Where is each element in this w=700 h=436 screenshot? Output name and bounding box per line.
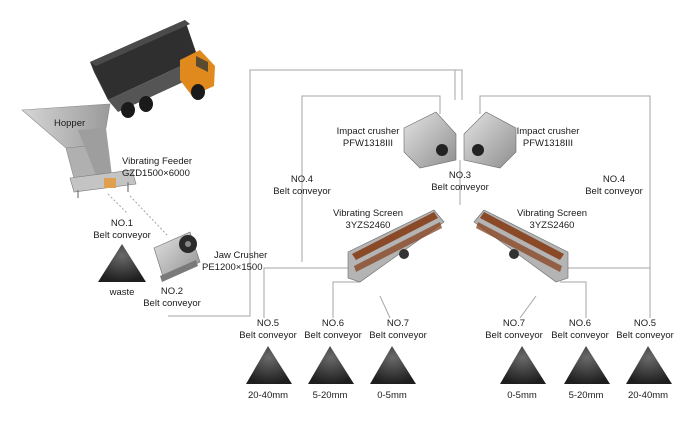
- line-left-screen-out-mid: [332, 281, 360, 318]
- label-no5-right-2: Belt conveyor: [616, 330, 674, 341]
- line-left-screen-out-left: [263, 267, 352, 318]
- label-no2-2: Belt conveyor: [143, 298, 201, 309]
- label-size-5-20-left: 5-20mm: [313, 390, 348, 401]
- vibrating-feeder: [69, 169, 137, 198]
- label-no4-right-2: Belt conveyor: [585, 186, 643, 197]
- label-no1-2: Belt conveyor: [93, 230, 151, 241]
- vibrating-screen-right: [473, 209, 569, 283]
- label-no5-right-1: NO.5: [634, 318, 656, 329]
- label-no6-left-1: NO.6: [322, 318, 344, 329]
- line-right-screen-out-mid: [560, 281, 587, 318]
- truck-cab-window: [196, 56, 208, 72]
- label-jaw-2: PE1200×1500: [202, 262, 263, 273]
- label-size-20-40-left: 20-40mm: [248, 390, 288, 401]
- feeder-trough: [69, 169, 137, 193]
- label-size-20-40-right: 20-40mm: [628, 390, 668, 401]
- label-no7-right-2: Belt conveyor: [485, 330, 543, 341]
- impact-left-body: [403, 111, 457, 169]
- label-impact-right-2: PFW1318III: [523, 138, 573, 149]
- screen-left-deck-2: [354, 222, 442, 272]
- label-no3-1: NO.3: [449, 170, 471, 181]
- vibrating-screen-left: [347, 209, 445, 283]
- pile-5-20-right: [564, 346, 610, 384]
- impact-right-body: [463, 111, 517, 169]
- screen-left-deck: [352, 212, 438, 260]
- impact-left-pulley: [436, 144, 448, 156]
- label-screen-right-2: 3YZS2460: [530, 220, 575, 231]
- impact-crusher-right: [463, 111, 517, 169]
- pile-waste: [98, 244, 146, 282]
- line-feeder-to-jaw: [129, 195, 169, 237]
- label-no6-right-1: NO.6: [569, 318, 591, 329]
- line-left-screen-out-fine: [379, 295, 391, 319]
- pile-0-5-right: [500, 346, 546, 384]
- pile-0-5-left: [370, 346, 416, 384]
- label-no7-left-2: Belt conveyor: [369, 330, 427, 341]
- jaw-crusher-base: [160, 260, 198, 282]
- material-piles: [98, 244, 672, 384]
- label-size-5-20-right: 5-20mm: [569, 390, 604, 401]
- screen-left-exciter: [399, 249, 409, 259]
- label-no2-1: NO.2: [161, 286, 183, 297]
- label-no3-2: Belt conveyor: [431, 182, 489, 193]
- feeder-motor: [104, 178, 116, 188]
- hopper: [21, 103, 112, 187]
- label-no4-left-1: NO.4: [291, 174, 313, 185]
- flow-lines: [107, 69, 651, 319]
- label-feeder-2: GZD1500×6000: [122, 168, 190, 179]
- truck-bed: [90, 20, 198, 100]
- label-no7-left-1: NO.7: [387, 318, 409, 329]
- label-waste: waste: [109, 287, 135, 298]
- impact-right-pulley: [472, 144, 484, 156]
- label-no5-left-2: Belt conveyor: [239, 330, 297, 341]
- label-size-0-5-left: 0-5mm: [377, 390, 407, 401]
- truck-bed-top: [90, 20, 190, 66]
- hopper-frame: [78, 128, 112, 180]
- truck-wheel-1: [121, 102, 135, 118]
- label-impact-right-1: Impact crusher: [517, 126, 580, 137]
- label-feeder-1: Vibrating Feeder: [122, 156, 192, 167]
- screen-right-exciter: [509, 249, 519, 259]
- screen-right-deck-2: [476, 222, 562, 272]
- labels: Hopper Vibrating Feeder GZD1500×6000 NO.…: [54, 118, 674, 401]
- line-feeder-to-no1: [107, 193, 129, 215]
- label-no6-left-2: Belt conveyor: [304, 330, 362, 341]
- truck-wheel-2: [139, 96, 153, 112]
- jaw-crusher: [153, 231, 201, 282]
- pile-5-20-left: [308, 346, 354, 384]
- line-no2-to-top: [168, 69, 456, 317]
- jaw-flywheel-hub: [185, 241, 191, 247]
- label-jaw-1: Jaw Crusher: [214, 250, 267, 261]
- pile-20-40-left: [246, 346, 292, 384]
- label-screen-left-1: Vibrating Screen: [333, 208, 403, 219]
- label-no1-1: NO.1: [111, 218, 133, 229]
- line-right-screen-out-fine: [519, 295, 537, 319]
- label-no5-left-1: NO.5: [257, 318, 279, 329]
- label-no4-left-2: Belt conveyor: [273, 186, 331, 197]
- truck-wheel-3: [191, 84, 205, 100]
- line-left-return: [301, 95, 441, 262]
- screen-right-deck: [480, 212, 564, 260]
- label-size-0-5-right: 0-5mm: [507, 390, 537, 401]
- label-screen-right-1: Vibrating Screen: [517, 208, 587, 219]
- line-right-return: [479, 95, 651, 270]
- label-impact-left-2: PFW1318III: [343, 138, 393, 149]
- label-screen-left-2: 3YZS2460: [346, 220, 391, 231]
- impact-crusher-left: [403, 111, 457, 169]
- label-impact-left-1: Impact crusher: [337, 126, 400, 137]
- label-no7-right-1: NO.7: [503, 318, 525, 329]
- label-no6-right-2: Belt conveyor: [551, 330, 609, 341]
- dump-truck: [90, 20, 215, 118]
- pile-20-40-right: [626, 346, 672, 384]
- line-top-split-right: [455, 69, 463, 100]
- label-hopper: Hopper: [54, 118, 85, 129]
- label-no4-right-1: NO.4: [603, 174, 625, 185]
